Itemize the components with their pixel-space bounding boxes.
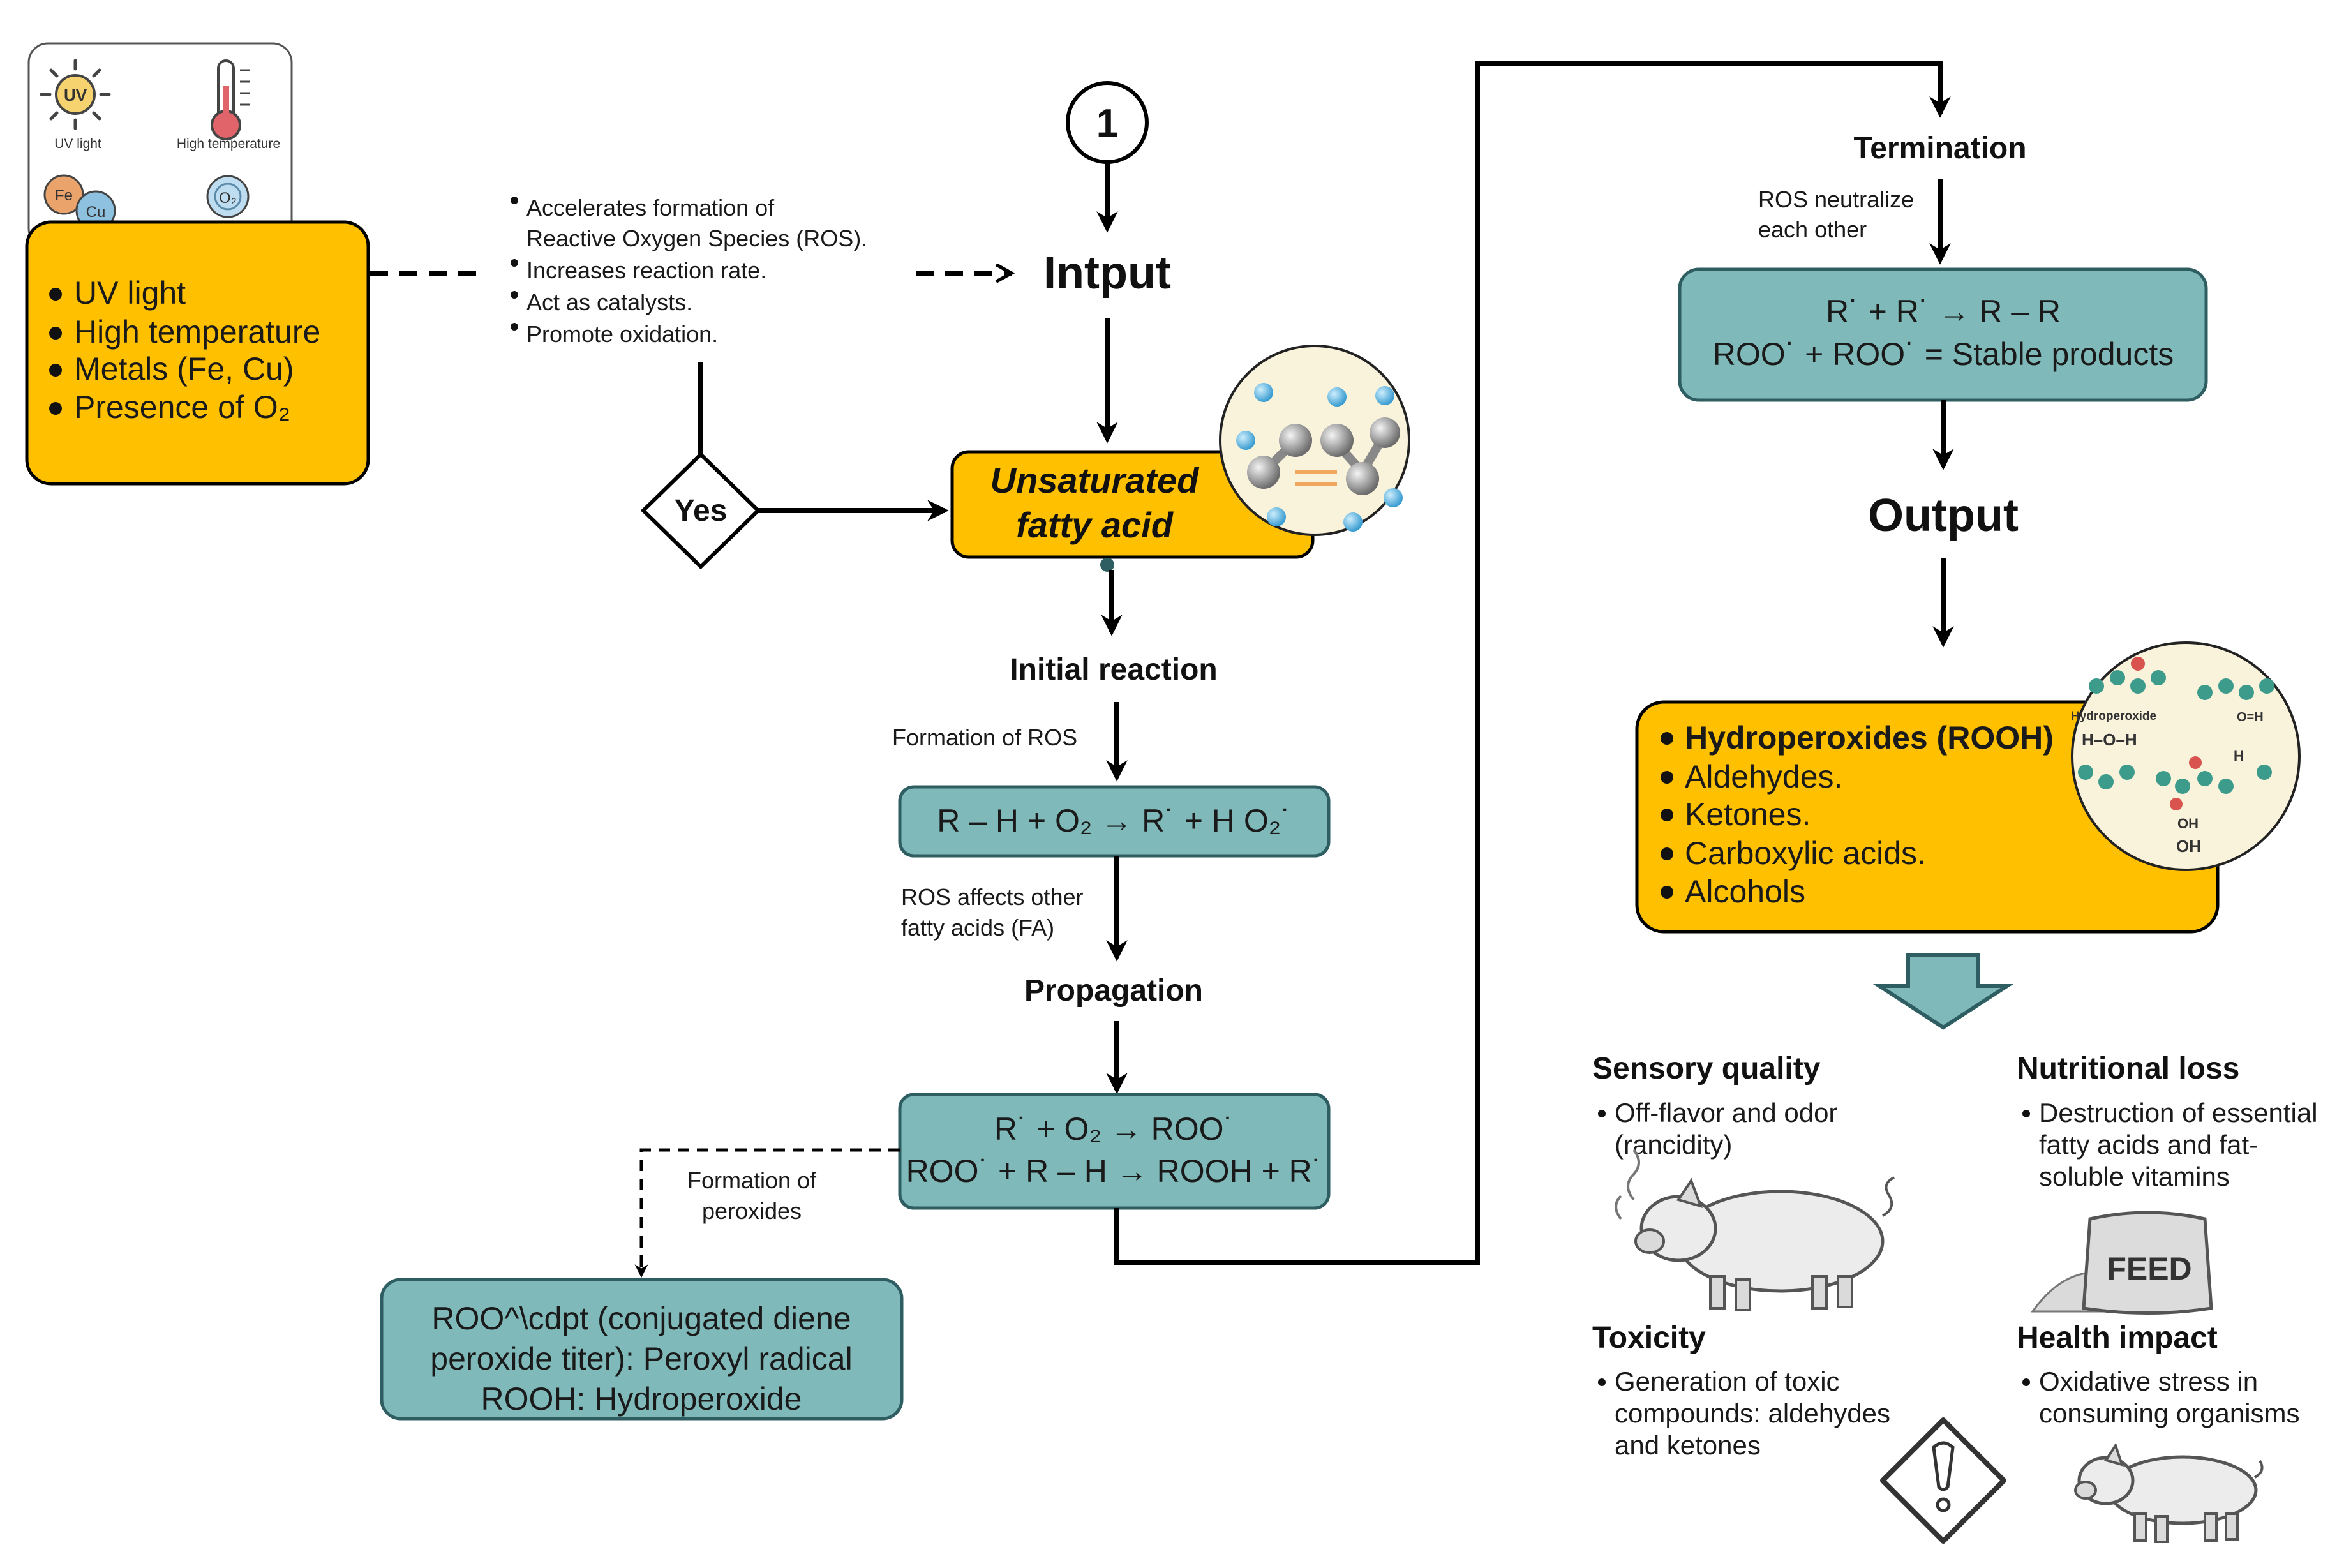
molecule-label-oh-2: OH <box>2176 837 2201 856</box>
effect-line-5: Promote oxidation. <box>526 321 718 347</box>
molecule-label-hydroperoxide: Hydroperoxide <box>2071 710 2156 723</box>
factor-metals: Metals (Fe, Cu) <box>74 351 294 387</box>
metals-icon: Fe Cu <box>43 174 116 231</box>
termination-equation-line-1: R˙ + R˙ → R – R <box>1826 294 2061 329</box>
impact-sensory: Sensory quality Off-flavor and odor (ran… <box>1592 1052 1837 1160</box>
termination-label: Termination <box>1853 131 2026 165</box>
feed-bag-icon: FEED <box>2031 1211 2213 1315</box>
oxygen-icon: O₂ <box>206 175 250 218</box>
product-hydroperoxides: Hydroperoxides (ROOH) <box>1685 720 2054 756</box>
impacts-down-arrow <box>1872 953 2014 1030</box>
peroxides-box: ROO^\cdpt (conjugated diene peroxide tit… <box>380 1278 904 1421</box>
sensory-line-2: (rancidity) <box>1615 1130 1732 1160</box>
propagation-equation-line-2: ROO˙ + R – H → ROOH + R˙ <box>906 1153 1323 1189</box>
effect-line-3: Increases reaction rate. <box>526 257 766 283</box>
factor-temperature: High temperature <box>74 314 320 350</box>
termination-equation-line-2: ROO˙ + ROO˙ = Stable products <box>1713 336 2174 372</box>
product-alcohols: Alcohols <box>1685 874 1805 909</box>
feed-label: FEED <box>2107 1251 2191 1287</box>
health-line-1: Oxidative stress in <box>2039 1366 2258 1396</box>
nutritional-line-3: soluble vitamins <box>2039 1161 2230 1191</box>
ufa-label-line-1: Unsaturated <box>990 460 1200 500</box>
sensory-title: Sensory quality <box>1592 1052 1821 1086</box>
step-number: 1 <box>1096 101 1118 146</box>
toxicity-line-1: Generation of toxic <box>1615 1366 1840 1396</box>
nutritional-title: Nutritional loss <box>2017 1052 2239 1086</box>
peroxides-annotation-line-1: Formation of <box>687 1167 817 1193</box>
propagation-to-termination-connector <box>1114 61 1951 1265</box>
initial-reaction-label: Initial reaction <box>1010 653 1217 687</box>
health-line-2: consuming organisms <box>2039 1398 2300 1428</box>
factor-oxygen: Presence of O₂ <box>74 389 290 425</box>
propagation-label: Propagation <box>1024 974 1203 1008</box>
pig-odor-icon <box>1615 1149 1895 1311</box>
ufa-connector-dot <box>1100 558 1114 572</box>
warning-icon <box>1880 1417 2006 1544</box>
fe-badge-text: Fe <box>55 187 73 204</box>
termination-annotation-line-2: each other <box>1758 216 1867 243</box>
termination-box: R˙ + R˙ → R – R ROO˙ + ROO˙ = Stable pro… <box>1678 267 2208 402</box>
propagation-annotation-line-2: fatty acids (FA) <box>901 915 1054 941</box>
yes-decision-diamond: Yes <box>640 451 761 570</box>
hydroperoxide-molecule-icon: Hydroperoxide H–O–H O=H H OH OH <box>2071 641 2301 871</box>
factors-box: UV light High temperature Metals (Fe, Cu… <box>25 220 370 486</box>
uv-badge-text: UV <box>64 86 87 105</box>
molecule-label-oh-1: OH <box>2177 816 2199 832</box>
impact-nutritional: Nutritional loss Destruction of essentia… <box>2017 1052 2318 1191</box>
yes-label: Yes <box>675 494 728 528</box>
propagation-annotation-line-1: ROS affects other <box>901 884 1083 910</box>
peroxides-annotation-line-2: peroxides <box>702 1198 802 1224</box>
propagation-to-peroxides-dashed <box>634 1148 900 1278</box>
toxicity-title: Toxicity <box>1592 1321 1706 1355</box>
sensory-line-1: Off-flavor and odor <box>1615 1098 1837 1128</box>
molecule-label-hoh: H–O–H <box>2082 730 2137 749</box>
step-number-circle: 1 <box>1066 81 1149 164</box>
initial-reaction-box: R – H + O₂ → R˙ + H O₂˙ <box>898 785 1331 858</box>
effects-list: Accelerates formation of Reactive Oxygen… <box>511 195 867 347</box>
effect-line-4: Act as catalysts. <box>526 289 692 315</box>
termination-annotation-line-1: ROS neutralize <box>1758 186 1914 213</box>
uv-icon-label: UV light <box>54 137 101 151</box>
health-title: Health impact <box>2017 1321 2218 1355</box>
product-ketones: Ketones. <box>1685 796 1811 832</box>
molecule-label-h: H <box>2234 748 2244 764</box>
o2-badge-text: O₂ <box>219 190 237 207</box>
cu-badge-text: Cu <box>86 204 106 221</box>
initial-reaction-annotation: Formation of ROS <box>892 724 1077 750</box>
impact-toxicity: Toxicity Generation of toxic compounds: … <box>1592 1321 1890 1460</box>
factor-icons-card: UV UV light High temperature Fe Cu O₂ <box>27 42 293 249</box>
temperature-icon-label: High temperature <box>177 137 280 151</box>
product-aldehydes: Aldehydes. <box>1685 759 1842 795</box>
factor-uv: UV light <box>74 275 186 311</box>
initial-reaction-equation: R – H + O₂ → R˙ + H O₂˙ <box>937 803 1292 839</box>
fatty-acid-molecule-icon <box>1219 345 1410 536</box>
product-carboxylic-acids: Carboxylic acids. <box>1685 835 1926 871</box>
molecule-label-oh-top: O=H <box>2237 710 2264 724</box>
peroxides-box-line-2: peroxide titer): Peroxyl radical <box>430 1341 852 1377</box>
peroxides-box-line-1: ROO^\cdpt (conjugated diene <box>431 1301 851 1336</box>
toxicity-line-2: compounds: aldehydes <box>1615 1398 1890 1428</box>
pig-health-icon <box>2074 1442 2264 1543</box>
sun-icon: UV <box>40 59 111 130</box>
propagation-equation-line-1: R˙ + O₂ → ROO˙ <box>994 1111 1234 1147</box>
unsaturated-fatty-acid-box: Unsaturated fatty acid <box>950 450 1315 559</box>
effect-line-1: Accelerates formation of <box>526 195 775 221</box>
impact-health: Health impact Oxidative stress in consum… <box>2017 1321 2300 1428</box>
nutritional-line-2: fatty acids and fat- <box>2039 1130 2258 1160</box>
toxicity-line-3: and ketones <box>1615 1430 1761 1460</box>
ufa-label-line-2: fatty acid <box>1016 505 1174 545</box>
input-label: Intput <box>1043 248 1171 299</box>
effect-line-2: Reactive Oxygen Species (ROS). <box>526 225 867 251</box>
output-label: Output <box>1868 490 2019 541</box>
nutritional-line-1: Destruction of essential <box>2039 1098 2318 1128</box>
thermometer-icon <box>211 59 250 140</box>
peroxides-box-line-3: ROOH: Hydroperoxide <box>481 1381 802 1417</box>
propagation-box: R˙ + O₂ → ROO˙ ROO˙ + R – H → ROOH + R˙ <box>898 1093 1331 1210</box>
